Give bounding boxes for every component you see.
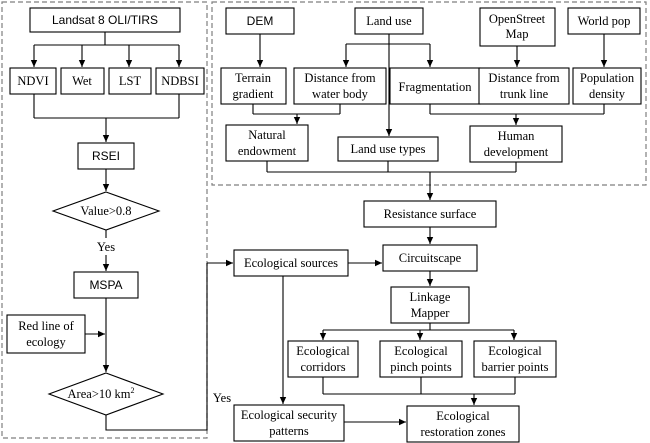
wet-label: Wet bbox=[72, 74, 92, 88]
osm-label-2: Map bbox=[506, 27, 529, 41]
landuse-branch bbox=[346, 34, 430, 45]
human-box bbox=[469, 125, 563, 163]
barrier-box bbox=[473, 340, 557, 378]
security-box bbox=[233, 404, 345, 442]
yes-label-1: Yes bbox=[97, 240, 115, 254]
terrain-label-2: gradient bbox=[233, 87, 274, 101]
restoration-box bbox=[406, 405, 520, 443]
barrier-label-1: Ecological bbox=[488, 344, 542, 358]
redline-label-1: Red line of bbox=[18, 319, 74, 333]
ndvi-box bbox=[9, 67, 57, 95]
human-merge bbox=[429, 104, 605, 115]
disttrunk-label-2: trunk line bbox=[500, 87, 549, 101]
corridors-label-2: corridors bbox=[300, 360, 345, 374]
redline-label-2: ecology bbox=[26, 335, 66, 349]
barrier-label-2: barrier points bbox=[482, 360, 549, 374]
redline-box bbox=[6, 314, 86, 354]
terrain-label-1: Terrain bbox=[235, 71, 272, 85]
landusetypes-label: Land use types bbox=[351, 142, 426, 156]
mspa-label: MSPA bbox=[89, 278, 122, 292]
indices-merge bbox=[33, 94, 180, 119]
right-group-frame bbox=[211, 1, 647, 186]
popdensity-label-1: Population bbox=[580, 71, 635, 85]
left-group-frame bbox=[1, 1, 208, 439]
distwater-label-2: water body bbox=[312, 87, 369, 101]
landsat-label: Landsat 8 OLI/TIRS bbox=[52, 13, 158, 27]
value-label: Value>0.8 bbox=[80, 204, 131, 218]
linkage-box bbox=[390, 286, 470, 324]
dem-box bbox=[225, 7, 295, 35]
corridors-label-1: Ecological bbox=[296, 344, 350, 358]
osm-box bbox=[479, 7, 556, 47]
linkage-branch bbox=[323, 323, 514, 331]
security-label-2: patterns bbox=[269, 424, 309, 438]
mspa-box bbox=[73, 271, 139, 299]
security-label-1: Ecological security bbox=[241, 408, 338, 422]
restoration-label-1: Ecological bbox=[436, 409, 490, 423]
linkage-label-1: Linkage bbox=[410, 290, 451, 304]
rsei-label: RSEI bbox=[92, 149, 120, 163]
pinch-label-1: Ecological bbox=[394, 344, 448, 358]
yes-path bbox=[105, 263, 208, 431]
human-label-1: Human bbox=[498, 129, 536, 143]
landuse-box bbox=[354, 7, 424, 35]
ndbsi-label: NDBSI bbox=[161, 74, 199, 88]
dem-label: DEM bbox=[247, 14, 274, 28]
pinch-label-2: pinch points bbox=[390, 360, 452, 374]
popdensity-label-2: density bbox=[589, 87, 626, 101]
lst-box bbox=[108, 67, 152, 95]
disttrunk-box bbox=[478, 67, 570, 105]
distwater-box bbox=[293, 67, 387, 105]
ndvi-label: NDVI bbox=[17, 74, 48, 88]
lst-label: LST bbox=[119, 74, 142, 88]
landuse-label: Land use bbox=[366, 14, 412, 28]
yes-label-2: Yes bbox=[213, 391, 231, 405]
linkage-label-2: Mapper bbox=[411, 306, 451, 320]
ndbsi-box bbox=[155, 67, 205, 95]
natural-label-1: Natural bbox=[248, 128, 286, 142]
terrain-box bbox=[220, 67, 287, 105]
human-label-2: development bbox=[484, 145, 549, 159]
natural-merge bbox=[252, 104, 341, 115]
disttrunk-label-1: Distance from bbox=[488, 71, 559, 85]
resistance-label: Resistance surface bbox=[384, 207, 477, 221]
restoration-label-2: restoration zones bbox=[420, 425, 505, 439]
distwater-label-1: Distance from bbox=[304, 71, 375, 85]
natural-label-2: endowment bbox=[238, 144, 297, 158]
pinch-box bbox=[379, 340, 463, 378]
landsat-branch bbox=[34, 32, 179, 46]
worldpop-label: World pop bbox=[578, 14, 631, 28]
osm-label-1: OpenStreet bbox=[489, 12, 546, 26]
popdensity-box bbox=[572, 67, 642, 105]
circuitscape-label: Circuitscape bbox=[399, 251, 462, 265]
factors-merge bbox=[266, 161, 517, 173]
natural-box bbox=[225, 124, 309, 162]
fragmentation-label: Fragmentation bbox=[399, 80, 473, 94]
area-label: Area>10 km2 bbox=[68, 386, 135, 401]
outputs-merge bbox=[322, 377, 516, 395]
rsei-box bbox=[77, 142, 135, 170]
ecosources-label: Ecological sources bbox=[244, 256, 338, 270]
wet-box bbox=[60, 67, 105, 95]
resistance-box bbox=[363, 200, 497, 228]
